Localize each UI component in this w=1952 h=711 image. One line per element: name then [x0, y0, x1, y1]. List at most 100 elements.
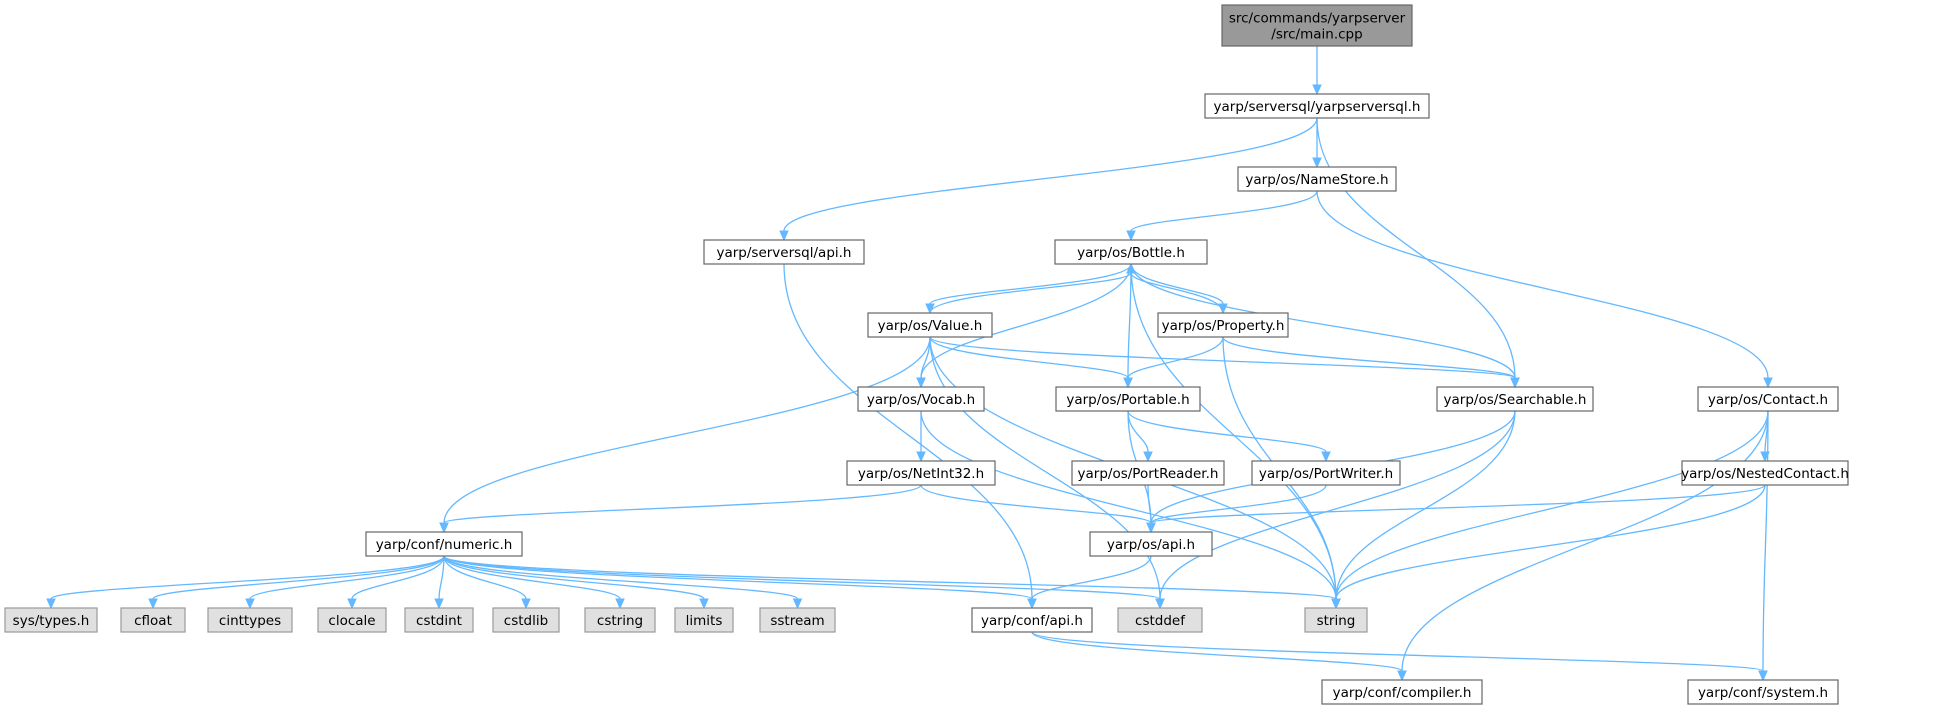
- node-box: [404, 607, 474, 633]
- node-label: yarp/os/Property.h: [1162, 318, 1285, 334]
- node-contact-h[interactable]: yarp/os/Contact.h: [1697, 386, 1839, 412]
- node-property-h[interactable]: yarp/os/Property.h: [1157, 312, 1289, 338]
- node-system-h[interactable]: yarp/conf/system.h: [1687, 679, 1839, 705]
- edge-searchable-h-to-string: [1335, 410, 1516, 600]
- node-box: [365, 531, 523, 557]
- arrowhead-cinttypes: [245, 598, 255, 610]
- node-main-cpp[interactable]: src/commands/yarpserver/src/main.cpp: [1221, 4, 1413, 47]
- node-label: yarp/os/api.h: [1107, 537, 1195, 553]
- edge-numeric-h-to-clocale: [351, 555, 445, 600]
- edge-numeric-h-to-sys-types-h: [50, 555, 445, 600]
- node-box: [1204, 93, 1430, 119]
- node-portwriter-h[interactable]: yarp/os/PortWriter.h: [1251, 460, 1401, 486]
- edge-portable-h-to-portreader-h: [1127, 410, 1149, 453]
- arrowhead-netint32-h: [916, 451, 926, 463]
- node-portreader-h[interactable]: yarp/os/PortReader.h: [1071, 460, 1225, 486]
- node-label: yarp/os/Vocab.h: [867, 392, 975, 408]
- node-searchable-h[interactable]: yarp/os/Searchable.h: [1436, 386, 1594, 412]
- node-compiler-h[interactable]: yarp/conf/compiler.h: [1321, 679, 1483, 705]
- node-portable-h[interactable]: yarp/os/Portable.h: [1055, 386, 1201, 412]
- node-box: [1697, 386, 1839, 412]
- node-serversql-api-h[interactable]: yarp/serversql/api.h: [703, 239, 865, 265]
- arrowhead-cstdlib: [521, 598, 531, 610]
- node-label: yarp/os/Value.h: [878, 318, 983, 334]
- edge-value-h-to-cstddef: [929, 336, 1161, 600]
- arrowhead-yarpserversql-h: [1312, 84, 1322, 96]
- node-label: cstddef: [1135, 613, 1186, 629]
- node-label: string: [1317, 613, 1356, 629]
- node-yarpserversql-h[interactable]: yarp/serversql/yarpserversql.h: [1204, 93, 1430, 119]
- node-box: [846, 460, 996, 486]
- arrowhead-bottle-h: [1126, 230, 1136, 242]
- edge-numeric-h-to-conf-api-h: [443, 555, 1033, 600]
- edge-value-h-to-portable-h: [929, 336, 1129, 379]
- edge-numeric-h-to-cfloat: [152, 555, 445, 600]
- node-vocab-h[interactable]: yarp/os/Vocab.h: [857, 386, 985, 412]
- edge-netint32-h-to-numeric-h: [443, 484, 922, 524]
- node-label: cfloat: [134, 613, 172, 629]
- edge-os-api-h-to-conf-api-h: [1031, 555, 1152, 600]
- edge-conf-api-h-to-system-h: [1031, 631, 1764, 672]
- node-cfloat: cfloat: [120, 607, 186, 633]
- edge-contact-h-to-string: [1335, 410, 1769, 600]
- edge-property-h-to-searchable-h: [1222, 336, 1516, 379]
- arrowhead-os-api-h: [1146, 522, 1156, 534]
- edge-bottle-h-to-value-h: [929, 263, 1132, 305]
- edge-namestore-h-to-bottle-h: [1130, 190, 1318, 232]
- node-namestore-h[interactable]: yarp/os/NameStore.h: [1237, 166, 1397, 192]
- node-label: yarp/os/NestedContact.h: [1681, 466, 1849, 482]
- node-label: cstdlib: [504, 613, 548, 629]
- edge-numeric-h-to-limits: [443, 555, 705, 600]
- node-label: sys/types.h: [13, 613, 90, 629]
- edge-property-h-to-bottle-h: [1130, 272, 1224, 314]
- edge-value-h-to-bottle-h: [929, 272, 1132, 314]
- edge-numeric-h-to-cstdint: [438, 555, 445, 600]
- arrowhead-conf-api-h: [1027, 598, 1037, 610]
- node-box: [1054, 239, 1208, 265]
- edge-portwriter-h-to-os-api-h: [1150, 484, 1327, 524]
- node-box: [1071, 460, 1225, 486]
- node-bottle-h[interactable]: yarp/os/Bottle.h: [1054, 239, 1208, 265]
- node-box: [1117, 607, 1203, 633]
- node-value-h[interactable]: yarp/os/Value.h: [867, 312, 993, 338]
- edge-numeric-h-to-sstream: [443, 555, 799, 600]
- node-nestedcontact-h[interactable]: yarp/os/NestedContact.h: [1681, 460, 1849, 486]
- node-netint32-h[interactable]: yarp/os/NetInt32.h: [846, 460, 996, 486]
- node-sstream: sstream: [759, 607, 836, 633]
- node-cstdlib: cstdlib: [492, 607, 560, 633]
- node-label: sstream: [770, 613, 824, 629]
- edge-property-h-to-portable-h: [1127, 336, 1224, 379]
- node-label: yarp/conf/numeric.h: [376, 537, 513, 553]
- node-label: yarp/os/NetInt32.h: [858, 466, 984, 482]
- edge-numeric-h-to-cinttypes: [249, 555, 445, 600]
- node-sys-types-h: sys/types.h: [4, 607, 98, 633]
- node-box: [703, 239, 865, 265]
- arrowhead-contact-h: [1763, 377, 1773, 389]
- edge-yarpserversql-h-to-searchable-h: [1316, 117, 1516, 379]
- edge-portable-h-to-portwriter-h: [1127, 410, 1327, 453]
- arrowhead-serversql-api-h: [779, 230, 789, 242]
- node-label: src/commands/yarpserver: [1229, 11, 1406, 27]
- arrowhead-cstring: [615, 598, 625, 610]
- node-numeric-h[interactable]: yarp/conf/numeric.h: [365, 531, 523, 557]
- node-box: [1055, 386, 1201, 412]
- edge-bottle-h-to-string: [1130, 263, 1337, 600]
- node-label: yarp/os/NameStore.h: [1245, 172, 1388, 188]
- edges-layer: [46, 46, 1773, 682]
- edge-value-h-to-numeric-h: [443, 336, 931, 524]
- node-os-api-h[interactable]: yarp/os/api.h: [1089, 531, 1213, 557]
- node-box: [1237, 166, 1397, 192]
- arrowhead-sstream: [792, 598, 803, 610]
- edge-yarpserversql-h-to-serversql-api-h: [783, 117, 1318, 232]
- node-label: yarp/os/Portable.h: [1066, 392, 1189, 408]
- edge-bottle-h-to-vocab-h: [920, 263, 1132, 379]
- arrowhead-vocab-h: [916, 377, 926, 389]
- node-cstdint: cstdint: [404, 607, 474, 633]
- arrowhead-sys-types-h: [46, 598, 56, 610]
- arrowhead-cstddef: [1155, 598, 1165, 610]
- node-conf-api-h[interactable]: yarp/conf/api.h: [971, 607, 1093, 633]
- node-box: [1436, 386, 1594, 412]
- node-label: yarp/os/PortWriter.h: [1259, 466, 1393, 482]
- edge-nestedcontact-h-to-string: [1335, 484, 1766, 600]
- node-box: [1251, 460, 1401, 486]
